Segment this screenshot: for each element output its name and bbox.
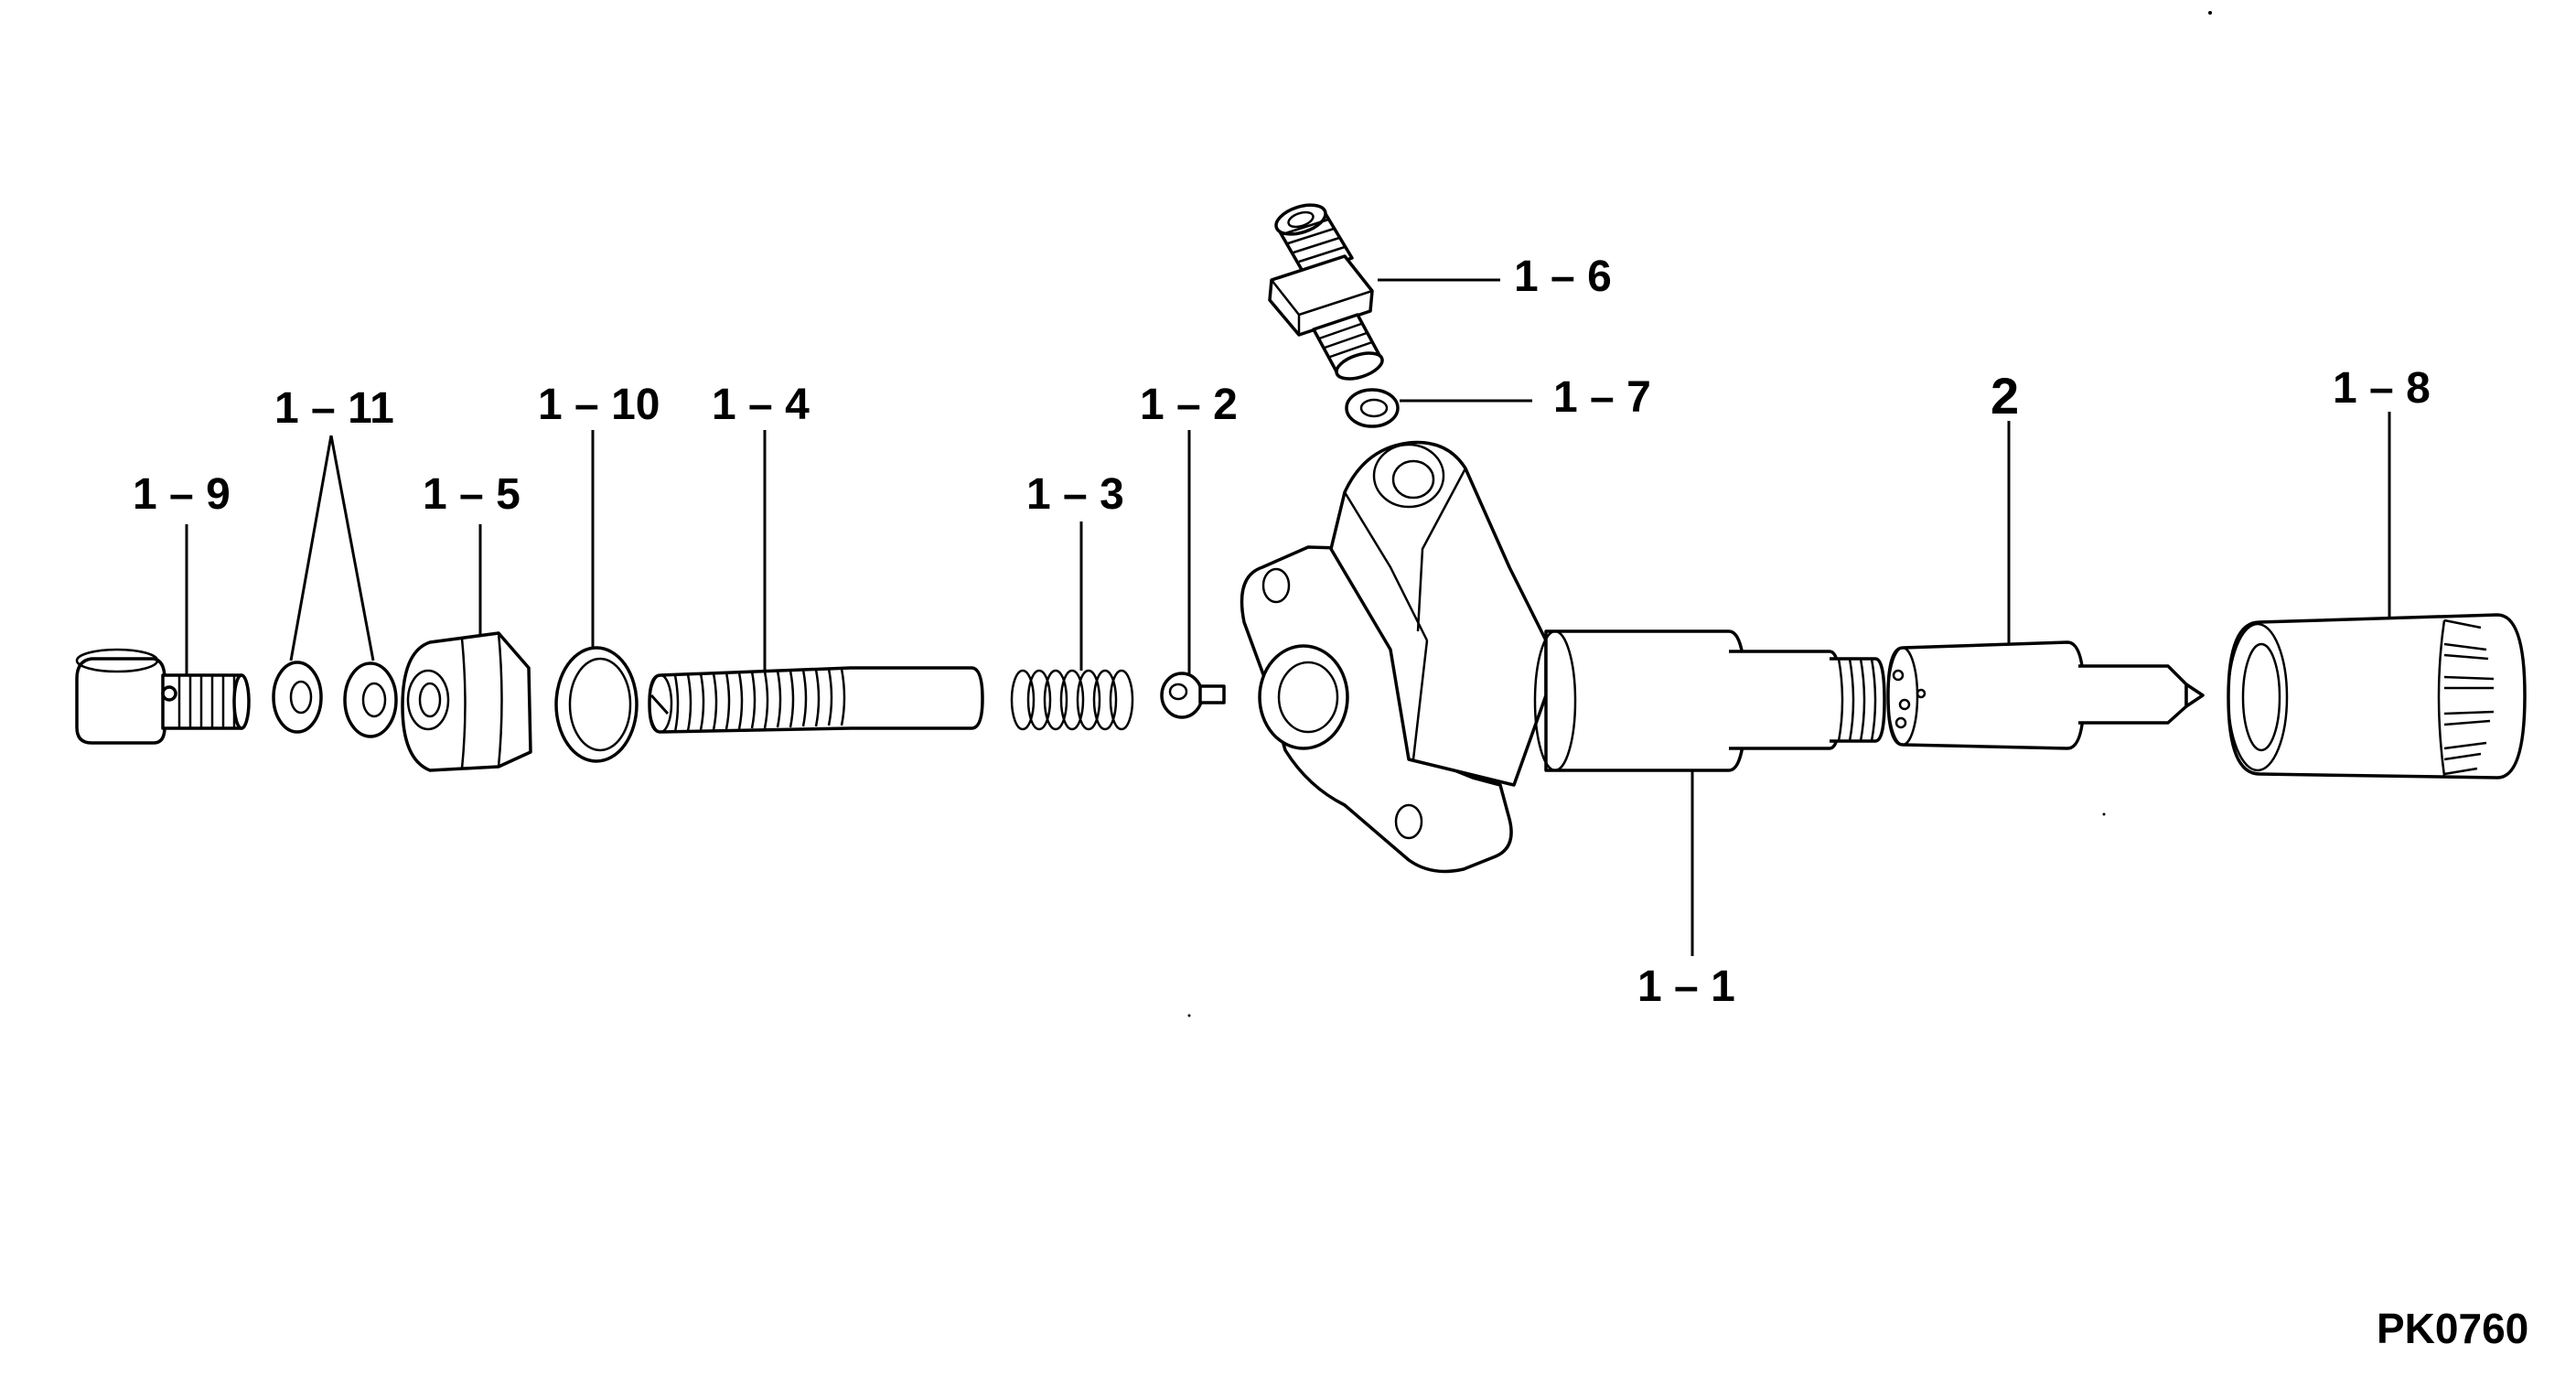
part-gasket-ring	[554, 646, 639, 763]
leader-1-11-b	[329, 435, 375, 661]
label-1-10: 1 – 10	[538, 381, 660, 429]
part-fitting-connector	[1268, 203, 1384, 381]
part-washer-pair	[272, 661, 398, 738]
leader-1-11-a	[289, 435, 333, 661]
part-banjo-bolt	[75, 648, 251, 745]
label-1-8: 1 – 8	[2333, 364, 2431, 413]
label-1-6: 1 – 6	[1514, 253, 1612, 301]
label-1-11: 1 – 11	[274, 384, 394, 433]
label-1-1: 1 – 1	[1637, 962, 1735, 1011]
scan-specks	[1187, 11, 2212, 1017]
label-1-3: 1 – 3	[1026, 470, 1124, 519]
part-adjusting-screw	[648, 666, 984, 734]
label-1-4: 1 – 4	[712, 381, 810, 429]
part-nozzle	[1886, 640, 2205, 750]
label-1-7: 1 – 7	[1553, 373, 1651, 422]
part-retaining-nut	[2227, 613, 2527, 780]
leader-lines	[185, 278, 2391, 956]
part-spring-seat	[1160, 672, 1226, 719]
part-cap-nut	[401, 631, 532, 772]
label-1-5: 1 – 5	[423, 470, 521, 519]
part-spring	[1010, 669, 1134, 731]
part-small-washer	[1345, 388, 1400, 428]
figure-code: PK0760	[2377, 1305, 2528, 1352]
label-1-2: 1 – 2	[1140, 381, 1238, 429]
part-nozzle-holder-body	[1240, 440, 1886, 874]
label-1-9: 1 – 9	[133, 470, 231, 519]
part-labels: 1 – 9 1 – 11 1 – 5 1 – 10 1 – 4 1 – 3 1 …	[133, 253, 2431, 1011]
label-2: 2	[1991, 367, 2019, 425]
